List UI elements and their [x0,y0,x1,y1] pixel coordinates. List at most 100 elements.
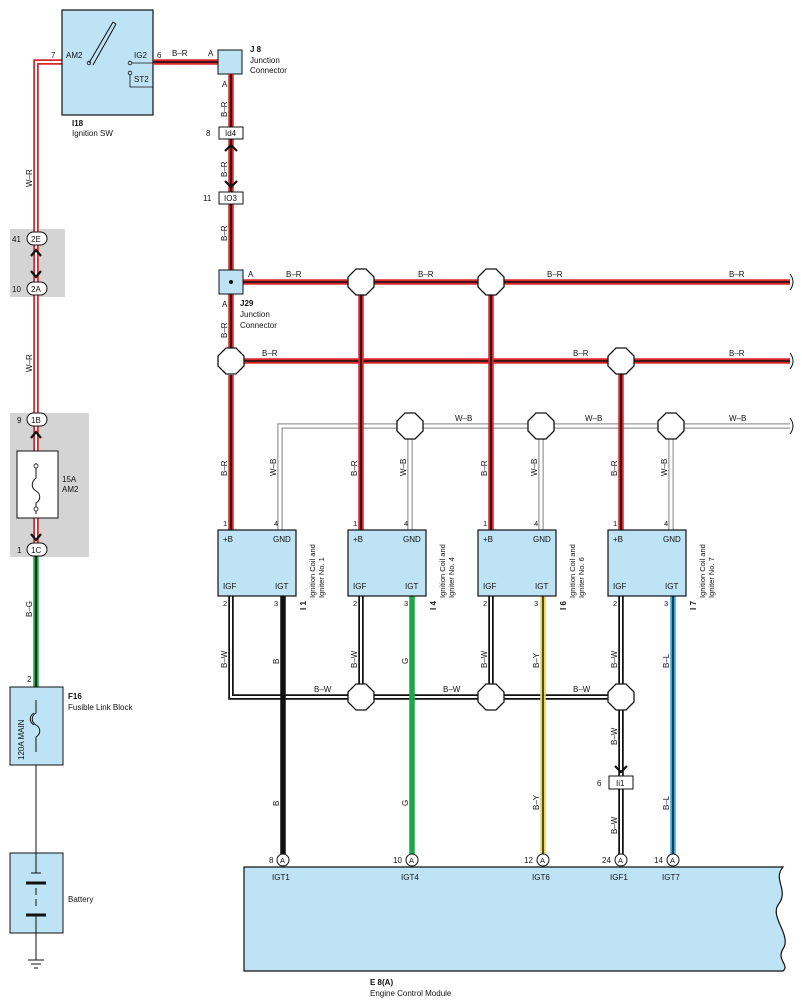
wire-label: B–R [220,101,229,117]
ecm-signal-label: IGT6 [532,873,550,882]
wire-label: B [272,659,281,664]
ecm-pin-letter: A [280,856,285,865]
ignition-switch-st2-link [129,75,153,88]
coil-pin-igt: 3 [664,599,668,608]
wire-label: B–Y [532,652,541,668]
ground-icon [28,959,44,969]
wire-label: B–W [610,816,619,834]
ecm-pin-circle [276,853,290,867]
wire-label: B–R [610,460,619,476]
wire-label: B–G [25,601,34,617]
ignition-coil-box [607,529,687,597]
connector-2e-pin: 41 [12,235,21,244]
connector-id4-chevron-up [224,143,238,152]
ignition-switch-am2-label: AM2 [66,51,83,60]
wire-label: B–W [480,650,489,668]
connector-io3 [218,191,244,205]
coil-pin-igf: 2 [483,599,487,608]
connector-id4-pin: 8 [206,129,211,138]
coil-name-line1: Ignition Coil and [308,544,317,598]
wire-label: B–W [314,685,332,694]
junction-j29-line1: Junction [240,310,270,319]
ecm-signal-label: IGT7 [662,873,680,882]
wire-label: W–R [25,354,34,372]
junction-j29-pin-a-right: A [248,270,254,279]
ignition-coil-box [347,529,427,597]
ignition-switch-pin-6: 6 [157,51,162,60]
wire-label: B–R [418,270,434,279]
wire-label: B–Y [532,794,541,810]
wire-label: W–B [660,459,669,476]
ignition-switch-pin-7: 7 [51,51,56,60]
ignition-switch-pivot [86,60,92,66]
coil-name-line2: Igniter No. 7 [707,557,716,598]
coil-igf-label: IGF [483,582,496,591]
wire-label: B–R [729,349,745,358]
connector-1b [26,412,48,427]
ignition-coil-box [217,529,297,597]
coil-name-line1: Ignition Coil and [438,544,447,598]
fusible-link-id: F16 [68,692,82,701]
ecm-pin-number: 24 [602,856,611,865]
connector-2e-chevron [30,248,42,257]
connector-1b-pin: 9 [17,416,22,425]
coil-pin-gnd: 4 [534,519,538,528]
junction-j8 [217,49,243,75]
coil-b-label: +B [353,535,363,544]
wire-label: W–B [455,414,472,423]
connector-1c-label: 1C [31,546,41,555]
coil-id: I 1 [299,601,308,610]
ignition-switch-st2-label: ST2 [134,75,149,84]
ecm-box [243,866,786,972]
connector-2a-pin: 10 [12,285,21,294]
wire-label: B–W [220,650,229,668]
coil-b-label: +B [483,535,493,544]
coil-pin-igf: 2 [223,599,227,608]
junction-j8-id: J 8 [250,45,262,54]
ignition-switch-lever-2 [92,23,117,66]
ignition-switch-ig2-contact [127,60,133,66]
ecm-signal-label: IGT1 [272,873,290,882]
coil-pin-gnd: 4 [274,519,278,528]
coil-name-line1: Ignition Coil and [698,544,707,598]
connector-ii1 [608,775,634,790]
ecm-pin-letter: A [540,856,545,865]
coil-pin-gnd: 4 [664,519,668,528]
wire-label: B–W [610,727,619,745]
j8-pin-a-left: A [208,49,214,58]
fusible-link-element-2 [29,712,35,726]
fusible-link-pin: 2 [27,675,32,684]
junction-j29-dot [229,280,233,284]
coil-pin-igt: 3 [534,599,538,608]
coil-igf-label: IGF [353,582,366,591]
wire-label: W–B [530,459,539,476]
coil-pin-igf: 2 [613,599,617,608]
wire-label: W–R [25,169,34,187]
wire-label-ig2-b-r: B–R [172,49,188,58]
wire-label: W–B [729,414,746,423]
fuse-amp: 15A [62,475,77,484]
wire-b-w-igf-bus [228,596,624,855]
wire-label: B [272,801,281,806]
wire-label: G [401,800,410,806]
connector-2a-label: 2A [31,285,41,294]
coil-id: I 7 [689,601,698,610]
ecm-pin-number: 8 [269,856,274,865]
connector-io3-pin: 11 [203,194,212,203]
wire-label: B–R [480,460,489,476]
junction-j29-pin-a-bottom: A [222,300,228,309]
wire-label: B–R [220,161,229,177]
connector-2e [26,231,48,246]
ecm-pin-circle [405,853,419,867]
coil-gnd-label: GND [663,535,681,544]
junction-j29-line2: Connector [240,321,277,330]
coil-pin-gnd: 4 [404,519,408,528]
wire-label: B–R [729,270,745,279]
coil-pin-b: 1 [223,519,227,528]
ignition-switch-ig2-label: IG2 [134,51,147,60]
